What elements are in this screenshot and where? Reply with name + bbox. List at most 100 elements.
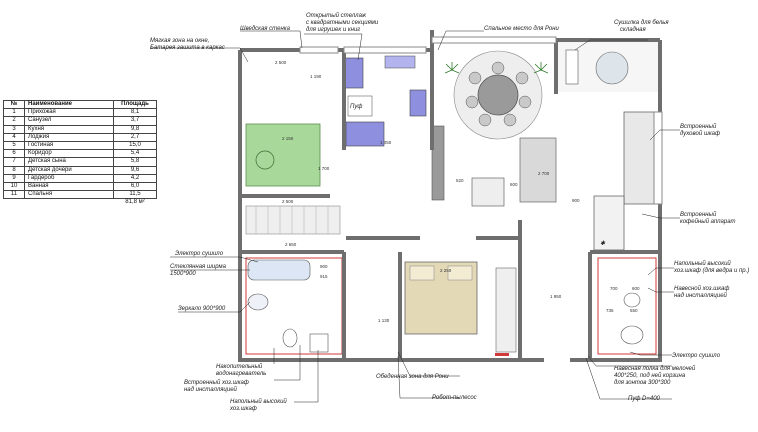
- cell-area: 2,7: [113, 132, 157, 142]
- dimension-label: 900: [320, 264, 328, 269]
- label-swedish-wall: Шведская стенка: [240, 26, 291, 32]
- dimension-label: 550: [630, 308, 638, 313]
- label-shelf-2: 400*250, под ней корзина: [614, 372, 686, 379]
- label-heater: Накопительный: [216, 363, 263, 370]
- label-electro-dryer-right: Электро сушило: [672, 353, 721, 359]
- cell-area: 9,6: [113, 165, 157, 175]
- dining-table: [477, 74, 519, 116]
- cell-area: 4,2: [113, 173, 157, 183]
- total-area: 81,8 м²: [125, 199, 145, 206]
- cell-name: Санузел: [24, 116, 114, 126]
- label-soft-zone-2: Батарея зашита в каркас: [150, 45, 225, 51]
- wardrobe: [245, 205, 341, 235]
- dimension-label: 2 150: [282, 136, 294, 141]
- kids-bed-blue: [409, 89, 427, 117]
- label-tall-cab-bottom-2: хоз.шкаф: [229, 406, 257, 412]
- label-open-rack-2: с квадратными секциями: [306, 20, 379, 26]
- loggia-bench: [565, 49, 579, 85]
- label-tall-cab-bottom: Напольный высокий: [230, 398, 287, 405]
- label-oven: Встроенный: [680, 123, 717, 130]
- cell-name: Прихожая: [24, 108, 114, 118]
- cell-area: 11,5: [113, 190, 157, 200]
- cell-name: Детская сына: [24, 157, 114, 167]
- toilet: [282, 328, 298, 348]
- cell-number: 4: [3, 132, 25, 142]
- column-header-name: Наименование: [24, 99, 114, 110]
- kitchen-counter: [623, 111, 655, 205]
- label-tall-cab-2: хоз.шкаф (для ведра и пр.): [673, 268, 749, 274]
- cell-number: 5: [3, 140, 25, 151]
- dimension-label: 2 500: [282, 199, 294, 204]
- cell-number: 11: [3, 190, 25, 200]
- label-heater-2: водонагреватель: [216, 371, 266, 377]
- dimension-label: 2 700: [538, 171, 550, 176]
- label-wall-cab: Навесной хоз.шкаф: [674, 285, 729, 292]
- cell-number: 3: [3, 124, 25, 134]
- dimension-label: 2 500: [275, 60, 287, 65]
- dining-chairs: [465, 61, 532, 127]
- dimension-label: 900: [572, 198, 580, 203]
- label-oven-2: духовой шкаф: [680, 130, 720, 137]
- cell-name: Детская дочери: [24, 165, 114, 175]
- label-electro-dryer-left: Электро сушило: [175, 251, 224, 257]
- cell-number: 8: [3, 165, 25, 175]
- pillow: [447, 265, 473, 281]
- kids-desk: [344, 57, 364, 89]
- cell-name: Гардероб: [24, 173, 114, 183]
- toilet: [623, 292, 641, 308]
- dimension-label: 2 650: [285, 242, 297, 247]
- label-coffee: Встроенный: [680, 211, 717, 218]
- cell-area: 5,4: [113, 149, 157, 159]
- dimension-label: 2 250: [440, 268, 452, 273]
- label-roni-bed: Спальное место для Рони: [484, 26, 560, 32]
- armchair: [471, 177, 505, 207]
- label-shelf-3: для зонтов 300*300: [614, 380, 671, 386]
- plant-icon: [255, 150, 275, 170]
- snowflake-icon: ✱: [600, 240, 606, 247]
- dimension-label: 735: [606, 308, 614, 313]
- cell-area: 15,0: [113, 140, 157, 151]
- annotations: Мягкая зона на окне, Батарея зашита в ка…: [150, 12, 749, 412]
- cell-area: 3,7: [113, 116, 157, 126]
- cell-name: Спальня: [24, 190, 114, 200]
- label-shelf: Навесная полка для мелочей: [614, 365, 696, 372]
- robot-dock-marker: [495, 353, 509, 356]
- cell-area: 9,8: [113, 124, 157, 134]
- label-mirror: Зеркало 900*900: [178, 306, 226, 312]
- column-header-number: №: [3, 99, 25, 110]
- cell-area: 8,1: [113, 108, 157, 118]
- sofa: [519, 137, 557, 203]
- label-open-rack-3: для игрушек и книг: [306, 27, 360, 33]
- dimension-label: 700: [610, 286, 618, 291]
- label-robot: Робот-пылесос: [432, 395, 477, 401]
- table-header-row: № Наименование Площадь: [3, 99, 157, 110]
- label-wall-cab-2: над инсталляцией: [674, 292, 728, 299]
- cell-number: 10: [3, 181, 25, 192]
- cell-name: Коридор: [24, 149, 114, 159]
- dimension-label: 915: [320, 274, 328, 279]
- plant-icon: [444, 62, 549, 74]
- label-builtin-cab: Встроенный хоз.шкаф: [184, 379, 249, 386]
- cell-number: 2: [3, 116, 25, 126]
- label-builtin-cab-2: над инсталляцией: [184, 386, 238, 393]
- cell-name: Лоджия: [24, 132, 114, 142]
- bedroom-wardrobe: [495, 267, 517, 353]
- cell-area: 5,8: [113, 157, 157, 167]
- partition-rack: [431, 125, 445, 201]
- kids-cabinet: [384, 55, 416, 69]
- cell-number: 9: [3, 173, 25, 183]
- child-room-bed: [245, 123, 321, 187]
- cell-number: 7: [3, 157, 25, 167]
- dryer: [595, 51, 629, 85]
- dimension-label: 1 950: [550, 294, 562, 299]
- cell-name: Гостиная: [24, 140, 114, 151]
